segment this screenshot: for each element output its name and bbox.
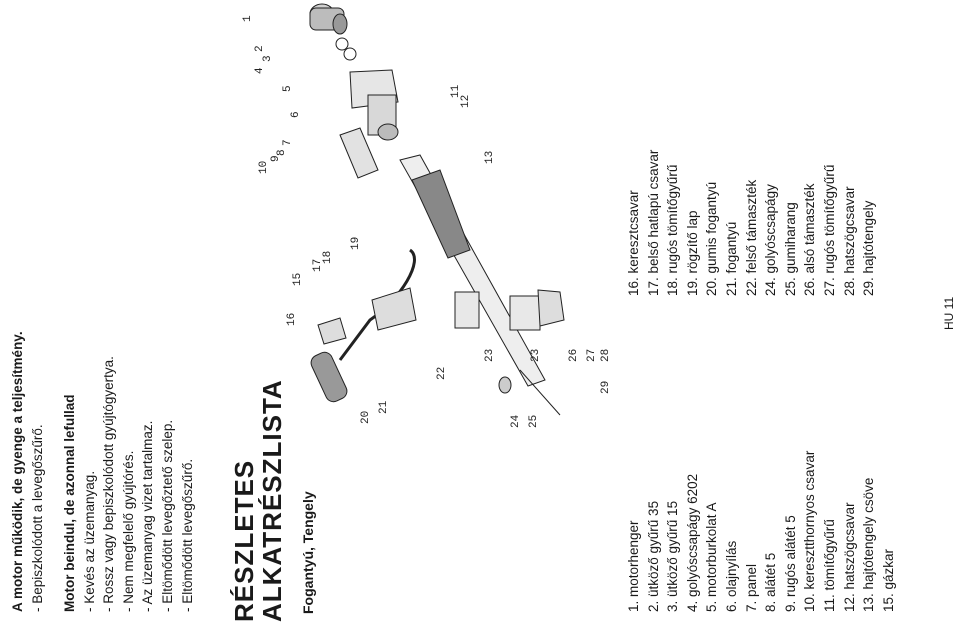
callout-label: 7 <box>282 139 294 146</box>
callout-label: 6 <box>290 111 302 118</box>
shaft-tube-drawing <box>399 154 561 416</box>
callout-label: 22 <box>436 366 448 380</box>
callout-label: 19 <box>350 236 362 250</box>
lower-support-drawing <box>509 295 541 331</box>
callout-label: 29 <box>600 380 612 394</box>
panel-drawing <box>339 127 379 179</box>
motor-housing-drawing <box>349 69 399 141</box>
callout-label: 5 <box>282 85 294 92</box>
callout-label: 18 <box>322 250 334 264</box>
callout-label: 21 <box>378 400 390 414</box>
callout-label: 15 <box>292 272 304 286</box>
callout-label: 24 <box>510 414 522 428</box>
callout-label: 25 <box>528 414 540 428</box>
handle-drawing <box>310 248 417 403</box>
motor-cylinder-drawing <box>309 3 348 35</box>
callout-label: 16 <box>286 312 298 326</box>
callout-label: 2 <box>254 45 266 52</box>
upper-support-drawing <box>454 291 480 329</box>
callout-label: 23 <box>530 348 542 362</box>
callout-label: 23 <box>484 348 496 362</box>
ring-drawing <box>335 37 349 51</box>
callout-label: 12 <box>460 94 472 108</box>
callout-label: 10 <box>258 160 270 174</box>
callout-label: 1 <box>242 15 254 22</box>
ring-drawing <box>343 47 357 61</box>
callout-label: 9 <box>270 155 282 162</box>
callout-label: 27 <box>586 348 598 362</box>
callout-label: 26 <box>568 348 580 362</box>
callout-label: 28 <box>600 348 612 362</box>
callout-label: 13 <box>484 150 496 164</box>
bracket-drawing <box>537 289 565 327</box>
callout-label: 3 <box>262 55 274 62</box>
callout-label: 4 <box>254 67 266 74</box>
bearing-drawing <box>498 376 512 394</box>
callout-label: 20 <box>360 410 372 424</box>
